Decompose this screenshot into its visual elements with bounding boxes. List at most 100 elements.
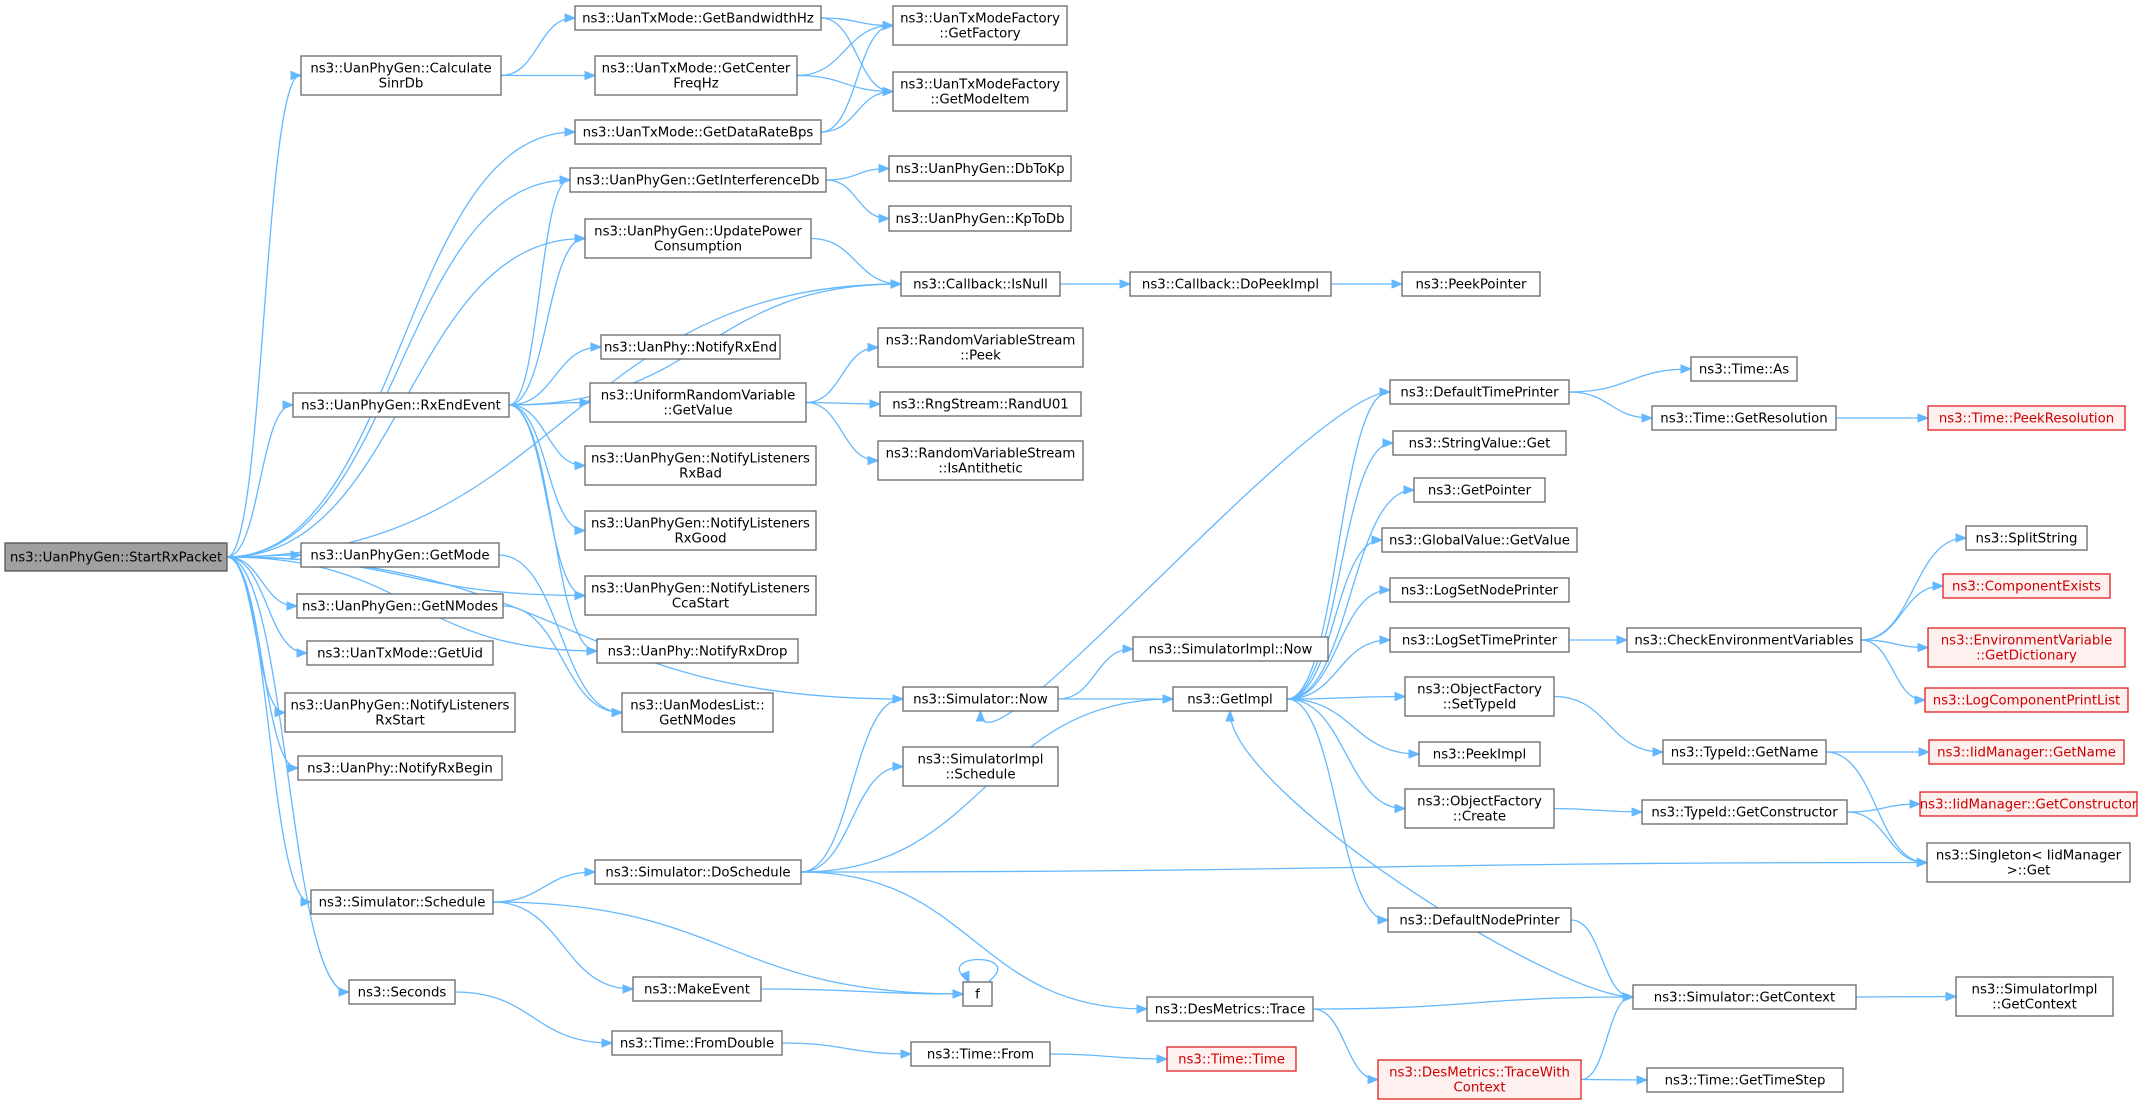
node-globalvalueget[interactable]: ns3::GlobalValue::GetValue: [1381, 527, 1578, 553]
node-seconds[interactable]: ns3::Seconds: [348, 979, 456, 1005]
node-dopeek[interactable]: ns3::Callback::DoPeekImpl: [1129, 271, 1332, 297]
node-urvgetvalue[interactable]: ns3::UniformRandomVariable::GetValue: [589, 382, 807, 423]
node-timegetstep[interactable]: ns3::Time::GetTimeStep: [1646, 1067, 1844, 1093]
node-simimplgetctx[interactable]: ns3::SimulatorImpl::GetContext: [1955, 976, 2114, 1017]
node-logsetnode[interactable]: ns3::LogSetNodePrinter: [1389, 577, 1570, 603]
node-timegetres[interactable]: ns3::Time::GetResolution: [1651, 405, 1837, 431]
node-iidgetctor[interactable]: ns3::IidManager::GetConstructor: [1919, 791, 2138, 817]
node-label-line: ::SetTypeId: [1443, 698, 1517, 713]
node-timetime[interactable]: ns3::Time::Time: [1166, 1046, 1297, 1072]
node-getinterf[interactable]: ns3::UanPhyGen::GetInterferenceDb: [569, 167, 827, 193]
node-uanmodesnmodes[interactable]: ns3::UanModesList::GetNModes: [621, 692, 774, 733]
node-desmetricstrace[interactable]: ns3::DesMetrics::Trace: [1146, 996, 1314, 1022]
edge-typeidgetctor-to-iidgetctor-arrowhead: [1909, 799, 1922, 809]
node-getpointer[interactable]: ns3::GetPointer: [1413, 477, 1546, 503]
node-f[interactable]: f: [962, 981, 993, 1007]
node-label-line: ns3::TypeId::GetName: [1671, 746, 1819, 761]
node-timeas[interactable]: ns3::Time::As: [1690, 356, 1798, 382]
node-box: [892, 71, 1068, 112]
node-stringvalueget[interactable]: ns3::StringValue::Get: [1392, 430, 1567, 456]
node-isantithetic[interactable]: ns3::RandomVariableStream::IsAntithetic: [877, 440, 1084, 481]
node-peekimpl[interactable]: ns3::PeekImpl: [1418, 741, 1541, 767]
node-kptodb[interactable]: ns3::UanPhyGen::KpToDb: [888, 205, 1072, 232]
edge-root-to-simschedule-arrowhead: [300, 897, 313, 907]
node-box: [284, 692, 516, 733]
edge-getimpl-to-ofsettypeid-arrowhead: [1394, 691, 1407, 702]
node-simimplschedule[interactable]: ns3::SimulatorImpl::Schedule: [902, 746, 1059, 787]
edge-getcenter-to-getmodeitem: [796, 74, 893, 93]
edge-root-to-rxendevent-arrowhead: [282, 400, 295, 410]
edge-root-to-seconds: [226, 556, 349, 993]
node-simdoschedule[interactable]: ns3::Simulator::DoSchedule: [594, 859, 802, 885]
node-logcompprint[interactable]: ns3::LogComponentPrintList: [1924, 687, 2129, 713]
node-timefrom[interactable]: ns3::Time::From: [910, 1041, 1051, 1067]
node-ofsettypeid[interactable]: ns3::ObjectFactory::SetTypeId: [1404, 676, 1555, 717]
node-label-line: >::Get: [2007, 864, 2051, 879]
node-box: [584, 510, 817, 551]
node-logsettime[interactable]: ns3::LogSetTimePrinter: [1389, 627, 1570, 653]
edge-simgetctx-to-simimplgetctx: [1855, 995, 1956, 998]
node-isnull[interactable]: ns3::Callback::IsNull: [900, 271, 1061, 297]
edge-getmode-to-uanmodesnmodes: [498, 554, 622, 714]
node-defaultnodeprinter[interactable]: ns3::DefaultNodePrinter: [1387, 907, 1572, 933]
node-getnmodes[interactable]: ns3::UanPhyGen::GetNModes: [296, 593, 504, 619]
node-getfactory[interactable]: ns3::UanTxModeFactory::GetFactory: [892, 5, 1068, 46]
node-rxendevent[interactable]: ns3::UanPhyGen::RxEndEvent: [292, 392, 510, 418]
node-typeidgetname[interactable]: ns3::TypeId::GetName: [1662, 739, 1827, 765]
node-peekpointer[interactable]: ns3::PeekPointer: [1401, 271, 1541, 297]
node-makeevent[interactable]: ns3::MakeEvent: [632, 976, 762, 1002]
node-label-line: ns3::Callback::DoPeekImpl: [1142, 278, 1319, 293]
node-getmode[interactable]: ns3::UanPhyGen::GetMode: [300, 542, 500, 568]
node-getdatarate[interactable]: ns3::UanTxMode::GetDataRateBps: [574, 119, 822, 145]
node-rvspeek[interactable]: ns3::RandomVariableStream::Peek: [877, 327, 1084, 368]
node-timepeekres[interactable]: ns3::Time::PeekResolution: [1927, 405, 2126, 431]
node-notifyrxbegin[interactable]: ns3::UanPhy::NotifyRxBegin: [297, 755, 503, 781]
node-box: [589, 382, 807, 423]
edge-rxendevent-to-nlrxbad-arrowhead: [574, 460, 587, 471]
node-singletonget[interactable]: ns3::Singleton< IidManager>::Get: [1926, 842, 2131, 883]
node-randu01[interactable]: ns3::RngStream::RandU01: [879, 391, 1082, 417]
node-simschedule[interactable]: ns3::Simulator::Schedule: [310, 889, 494, 915]
edge-simgetctx-to-simimplgetctx-arrowhead: [1945, 991, 1958, 1002]
edge-rxendevent-to-notifyrxend-arrowhead: [590, 342, 603, 352]
node-getmodeitem[interactable]: ns3::UanTxModeFactory::GetModeItem: [892, 71, 1068, 112]
node-box: [1955, 976, 2114, 1017]
node-checkenv[interactable]: ns3::CheckEnvironmentVariables: [1626, 627, 1862, 653]
node-getbw[interactable]: ns3::UanTxMode::GetBandwidthHz: [574, 5, 822, 31]
node-label-line: ns3::UanTxMode::GetCenter: [602, 62, 791, 77]
node-typeidgetctor[interactable]: ns3::TypeId::GetConstructor: [1641, 799, 1848, 825]
node-simimplnow[interactable]: ns3::SimulatorImpl::Now: [1132, 636, 1329, 662]
node-getuid[interactable]: ns3::UanTxMode::GetUid: [306, 640, 494, 666]
node-notifyrxdrop[interactable]: ns3::UanPhy::NotifyRxDrop: [596, 638, 799, 664]
node-root[interactable]: ns3::UanPhyGen::StartRxPacket: [4, 542, 228, 572]
node-timefromdouble[interactable]: ns3::Time::FromDouble: [611, 1030, 783, 1056]
node-box: [1965, 525, 2088, 551]
node-iidgetname[interactable]: ns3::IidManager::GetName: [1928, 739, 2125, 765]
node-defaulttimeprinter[interactable]: ns3::DefaultTimePrinter: [1389, 379, 1570, 405]
edge-rxendevent-to-notifyrxend: [508, 346, 601, 406]
node-componentexists[interactable]: ns3::ComponentExists: [1942, 573, 2111, 599]
node-label-line: ns3::UanPhyGen::StartRxPacket: [10, 551, 222, 566]
node-splitstring[interactable]: ns3::SplitString: [1965, 525, 2088, 551]
node-label-line: ns3::UanTxMode::GetDataRateBps: [583, 126, 814, 141]
node-getimpl[interactable]: ns3::GetImpl: [1172, 686, 1288, 712]
edge-simschedule-to-f: [492, 901, 963, 995]
edge-simdoschedule-to-simnow: [800, 698, 903, 873]
node-notifyrxend[interactable]: ns3::UanPhy::NotifyRxEnd: [600, 334, 781, 360]
node-envgetdict[interactable]: ns3::EnvironmentVariable::GetDictionary: [1927, 627, 2126, 668]
node-simgetctx[interactable]: ns3::Simulator::GetContext: [1632, 984, 1857, 1010]
node-label-line: ns3::Callback::IsNull: [913, 278, 1048, 293]
node-simnow[interactable]: ns3::Simulator::Now: [902, 686, 1059, 712]
node-dbtokp[interactable]: ns3::UanPhyGen::DbToKp: [888, 155, 1072, 182]
edge-rxendevent-to-urvgetvalue: [508, 401, 590, 406]
node-ofcreate[interactable]: ns3::ObjectFactory::Create: [1404, 788, 1555, 829]
node-box: [1401, 271, 1541, 297]
